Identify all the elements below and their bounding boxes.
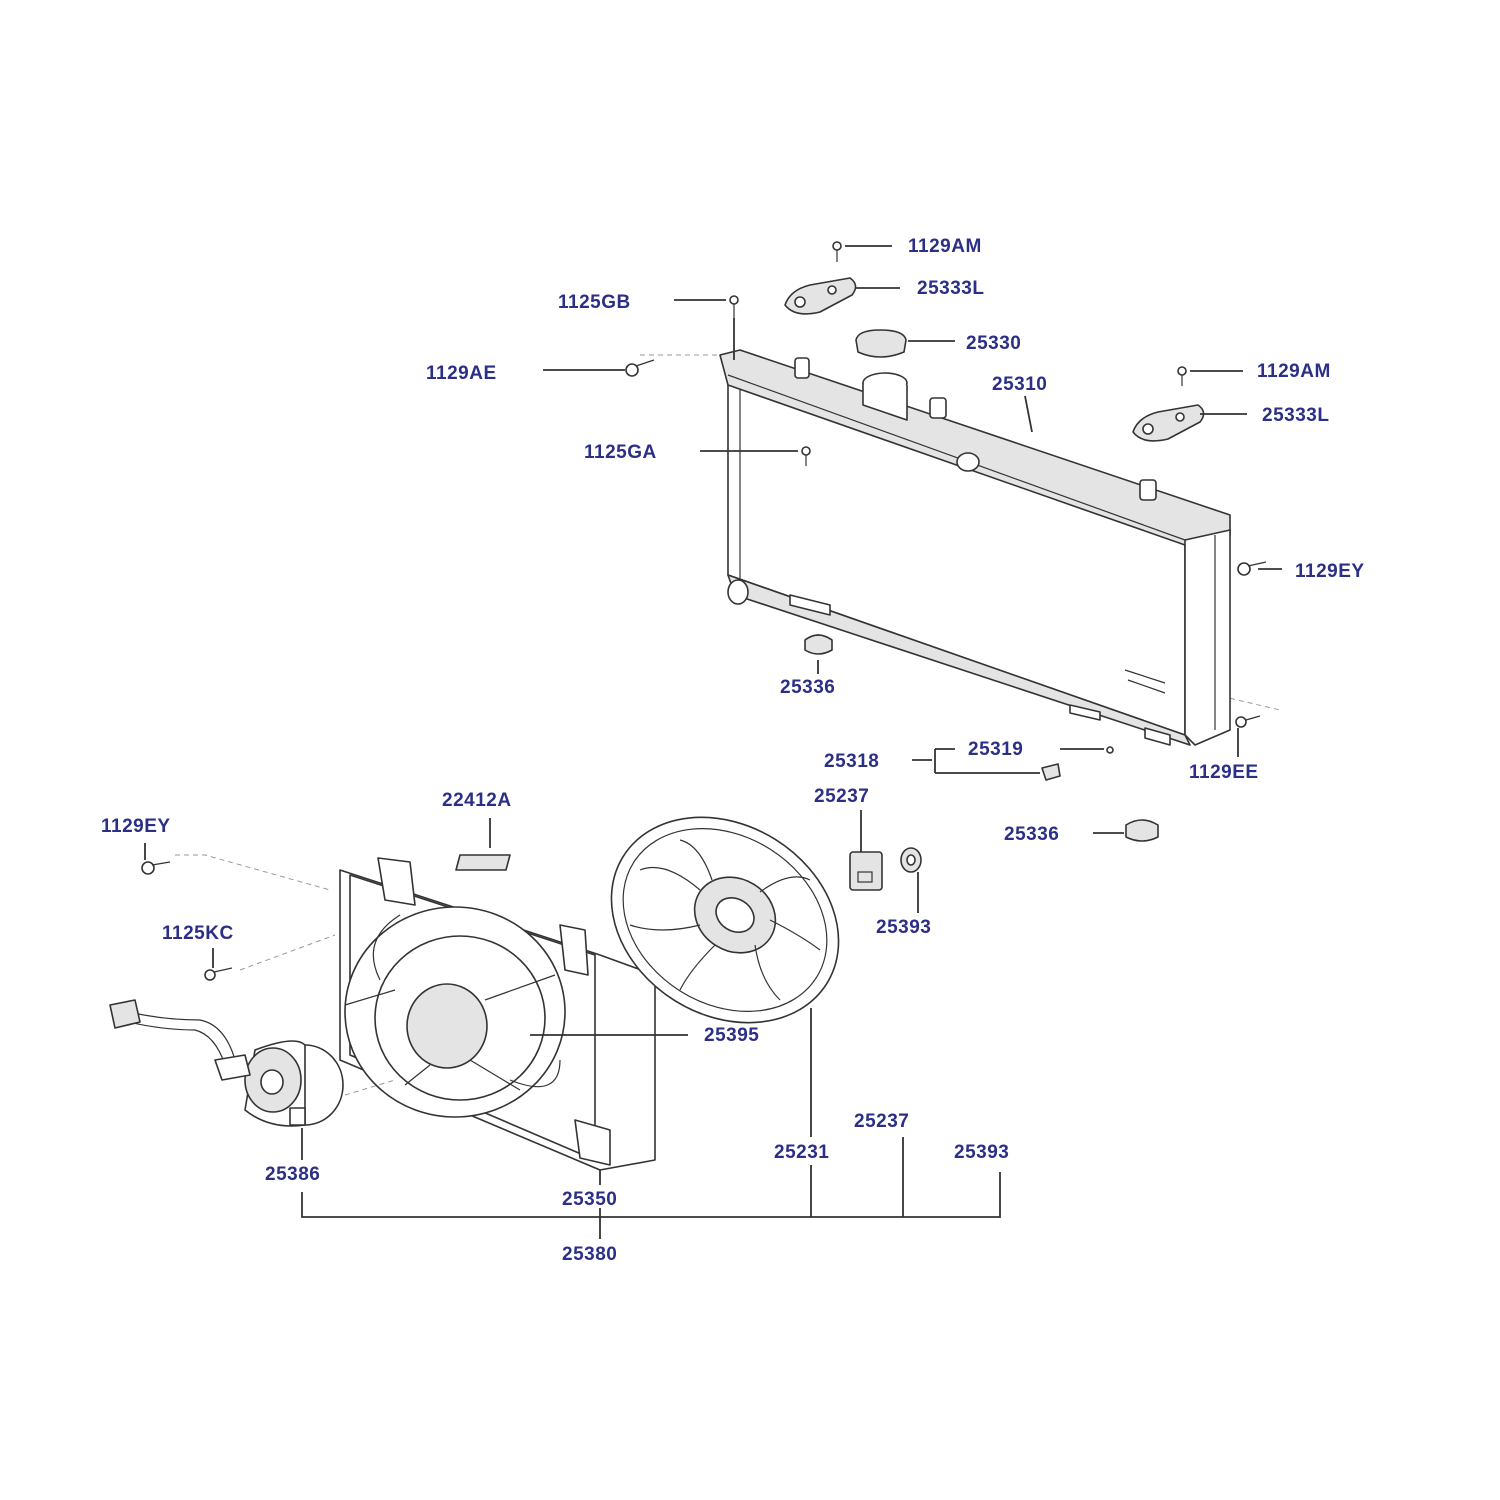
motor-25386 [109,999,396,1127]
label-25333l-top: 25333L [917,278,984,299]
bolt-1125gb [729,295,739,318]
label-1129am-top: 1129AM [908,236,982,257]
bolt-1129ey-left [141,854,331,891]
bolt-1129ae [625,359,655,377]
bracket-25333l-top [784,277,857,315]
label-25336-lower: 25336 [1004,824,1059,845]
shroud-25350 [339,857,656,1171]
clip-25237 [849,851,883,891]
label-25350: 25350 [562,1189,617,1210]
pin-25319 [1106,746,1114,754]
label-25318: 25318 [824,751,879,772]
grommet-25393 [900,847,922,873]
label-1125ga: 1125GA [584,442,657,463]
bolt-1129am-top [832,241,842,262]
label-25319: 25319 [968,739,1023,760]
label-25380: 25380 [562,1244,617,1265]
label-25395: 25395 [704,1025,759,1046]
label-25231: 25231 [774,1142,829,1163]
label-1129ae: 1129AE [426,363,497,384]
bolt-1125kc [204,934,336,981]
label-1129am-right: 1129AM [1257,361,1331,382]
label-1129ey-left: 1129EY [101,816,171,837]
label-1129ey-right: 1129EY [1295,561,1365,582]
bolt-1129am-right [1177,366,1187,386]
label-25237-lower: 25237 [854,1111,909,1132]
leader-lines [144,245,1282,1239]
fan-25231 [610,816,840,1024]
label-22412a: 22412A [442,790,512,811]
plug-25318 [1041,763,1061,781]
bolt-1125ga [801,446,811,466]
label-25386: 25386 [265,1164,320,1185]
label-25310: 25310 [992,374,1047,395]
label-1125gb: 1125GB [558,292,631,313]
bolt-1129ey-right [1237,561,1267,576]
label-25333l-right: 25333L [1262,405,1329,426]
label-1125kc: 1125KC [162,923,234,944]
label-25393-lower: 25393 [954,1142,1009,1163]
label-25393-upper: 25393 [876,917,931,938]
cap-25330 [855,329,907,358]
mount-25336-upper [804,634,833,655]
label-25330: 25330 [966,333,1021,354]
sticker-22412a [455,854,511,871]
bracket-25333l-right [1132,404,1205,442]
label-25336-upper: 25336 [780,677,835,698]
mount-25336-lower [1125,819,1159,842]
bolt-1129ee [1235,715,1261,728]
label-25237-upper: 25237 [814,786,869,807]
radiator [640,349,1281,746]
callout-labels: 1129AM 25333L 1125GB 25330 1129AE 25310 … [101,236,1365,1265]
label-1129ee: 1129EE [1189,762,1259,783]
